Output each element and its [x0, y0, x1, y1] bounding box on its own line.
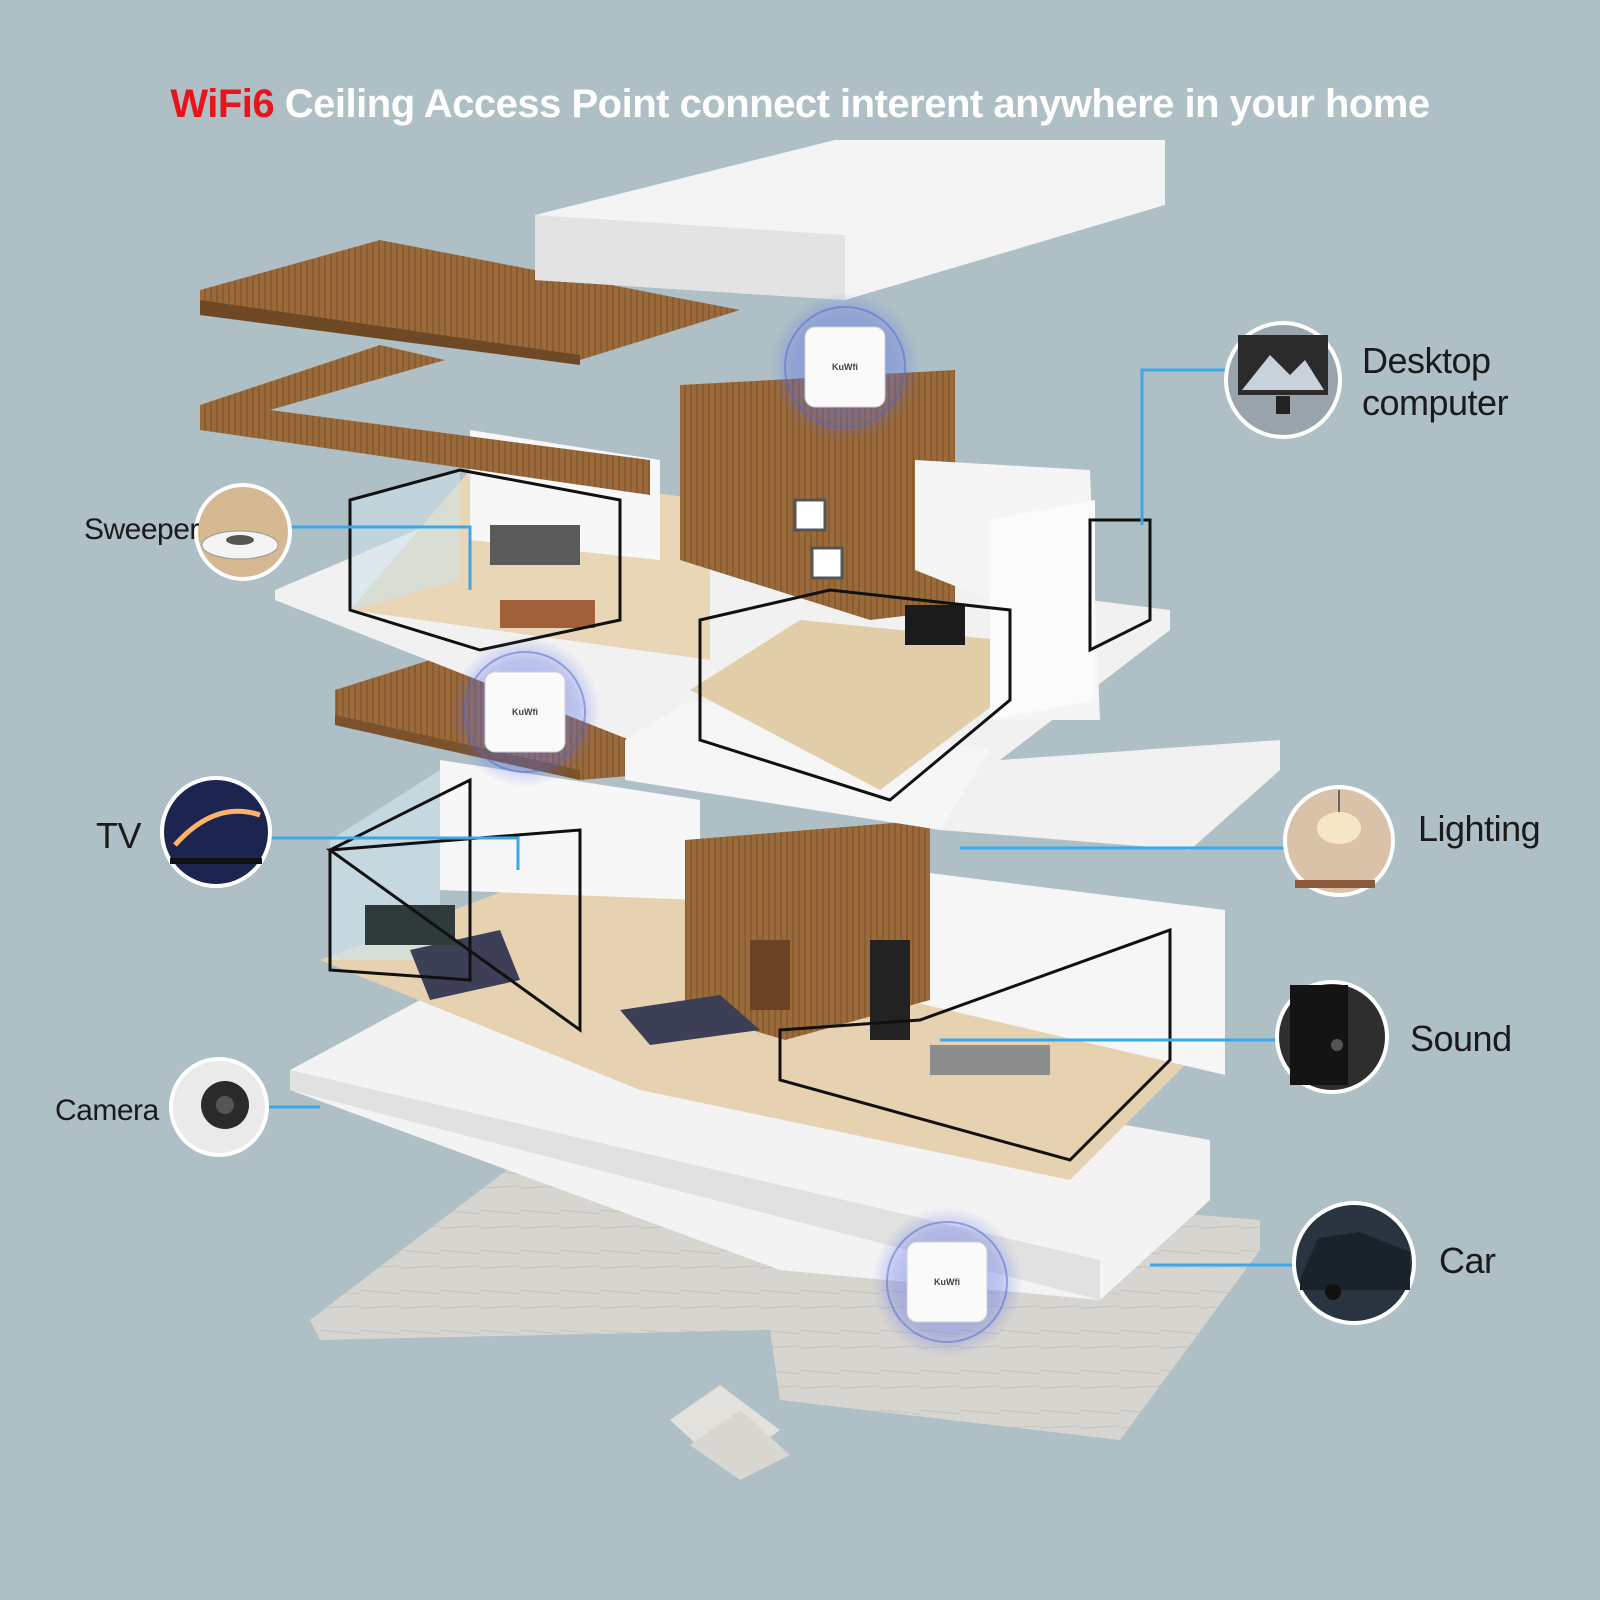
connector-lines	[268, 368, 1293, 1267]
label-sweeper: Sweeper	[84, 513, 199, 546]
upper-wood-beams	[200, 240, 740, 495]
access-point-top	[770, 292, 920, 442]
title-rest: Ceiling Access Point connect interent an…	[274, 82, 1430, 126]
title-accent: WiFi6	[170, 82, 275, 126]
page-title: WiFi6 Ceiling Access Point connect inter…	[0, 82, 1600, 127]
ap-brand-bottom: KuWfi	[934, 1277, 960, 1287]
label-sound: Sound	[1410, 1018, 1512, 1059]
label-lighting: Lighting	[1418, 808, 1541, 849]
car-icon	[1292, 1201, 1416, 1325]
label-tv: TV	[96, 815, 142, 856]
ap-brand-top: KuWfi	[832, 362, 858, 372]
access-point-middle	[450, 637, 600, 787]
ap-brand-middle: KuWfi	[512, 707, 538, 717]
roof-slab	[535, 140, 1165, 300]
speaker-icon	[1275, 980, 1389, 1094]
pendant-lamp-icon	[1283, 785, 1395, 897]
label-desktop-computer: Desktop computer	[1362, 340, 1509, 423]
robot-vacuum-icon	[194, 483, 292, 581]
access-point-bottom	[872, 1207, 1022, 1357]
label-car: Car	[1439, 1240, 1496, 1281]
security-camera-icon	[169, 1057, 269, 1157]
connector-desktop	[1140, 368, 1225, 525]
ground-floor-rooms	[320, 760, 1225, 1180]
desktop-monitor-icon	[1224, 321, 1342, 439]
connector-tv	[270, 836, 520, 870]
tv-icon	[160, 776, 272, 888]
second-floor-rooms	[348, 370, 1152, 802]
label-camera: Camera	[55, 1094, 159, 1127]
connector-sweeper	[290, 525, 472, 590]
